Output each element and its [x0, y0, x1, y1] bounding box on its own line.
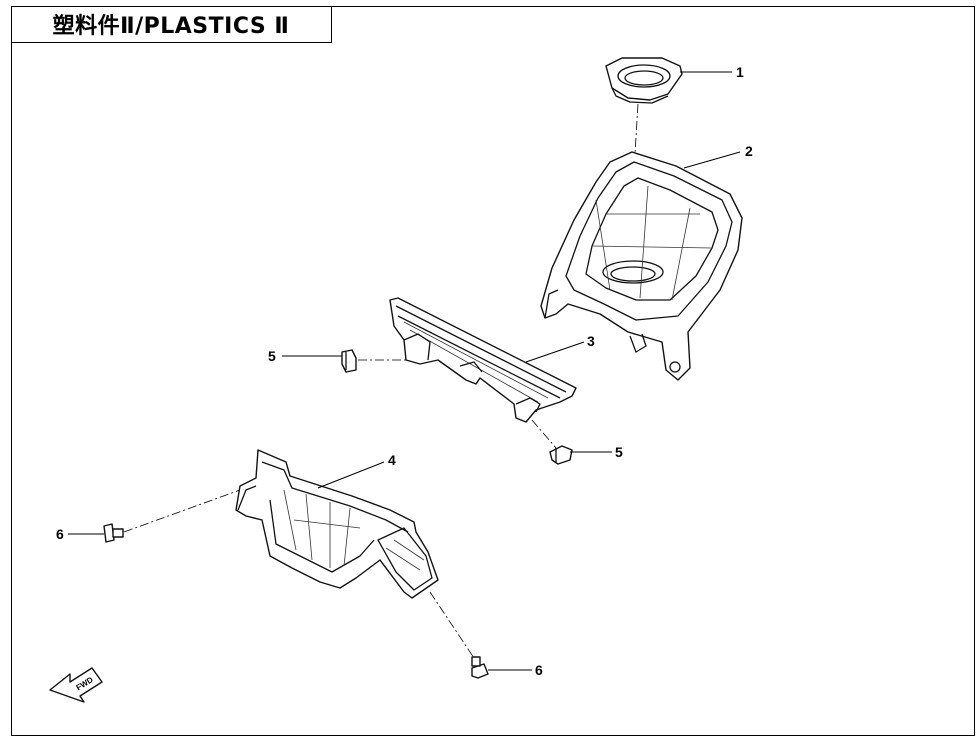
- axis-line-rivet-left: [123, 489, 241, 533]
- part-6-rivet-bottom: [471, 656, 489, 679]
- leader-line-3: [525, 341, 585, 363]
- part-5-clip-lower: [549, 445, 573, 465]
- leader-line-2: [683, 151, 741, 169]
- part-2-storage-bin: [540, 151, 743, 381]
- fwd-arrow-icon: FWD: [49, 667, 103, 703]
- callout-3: 3: [587, 333, 595, 349]
- axis-line-clip-lower: [531, 419, 557, 449]
- part-6-rivet-left: [103, 523, 124, 543]
- part-3-bracket-rail: [389, 297, 577, 423]
- part-1-cap-ring: [605, 57, 683, 104]
- callout-2: 2: [745, 143, 753, 159]
- callout-4: 4: [388, 452, 396, 468]
- part-5-clip-upper: [341, 349, 357, 373]
- title-block: 塑料件Ⅱ/PLASTICS Ⅱ: [11, 6, 332, 43]
- part-4-lower-trim-panel: [235, 449, 439, 599]
- callout-6-bottom: 6: [535, 662, 543, 678]
- callout-5-lower: 5: [615, 444, 623, 460]
- callout-1: 1: [736, 64, 744, 80]
- page-title: 塑料件Ⅱ/PLASTICS Ⅱ: [52, 14, 290, 39]
- axis-line-rivet-bottom: [429, 591, 475, 659]
- drawing-frame: [11, 6, 975, 736]
- callout-5-upper: 5: [268, 348, 276, 364]
- leader-line-4: [317, 461, 385, 489]
- callout-6-left: 6: [56, 526, 64, 542]
